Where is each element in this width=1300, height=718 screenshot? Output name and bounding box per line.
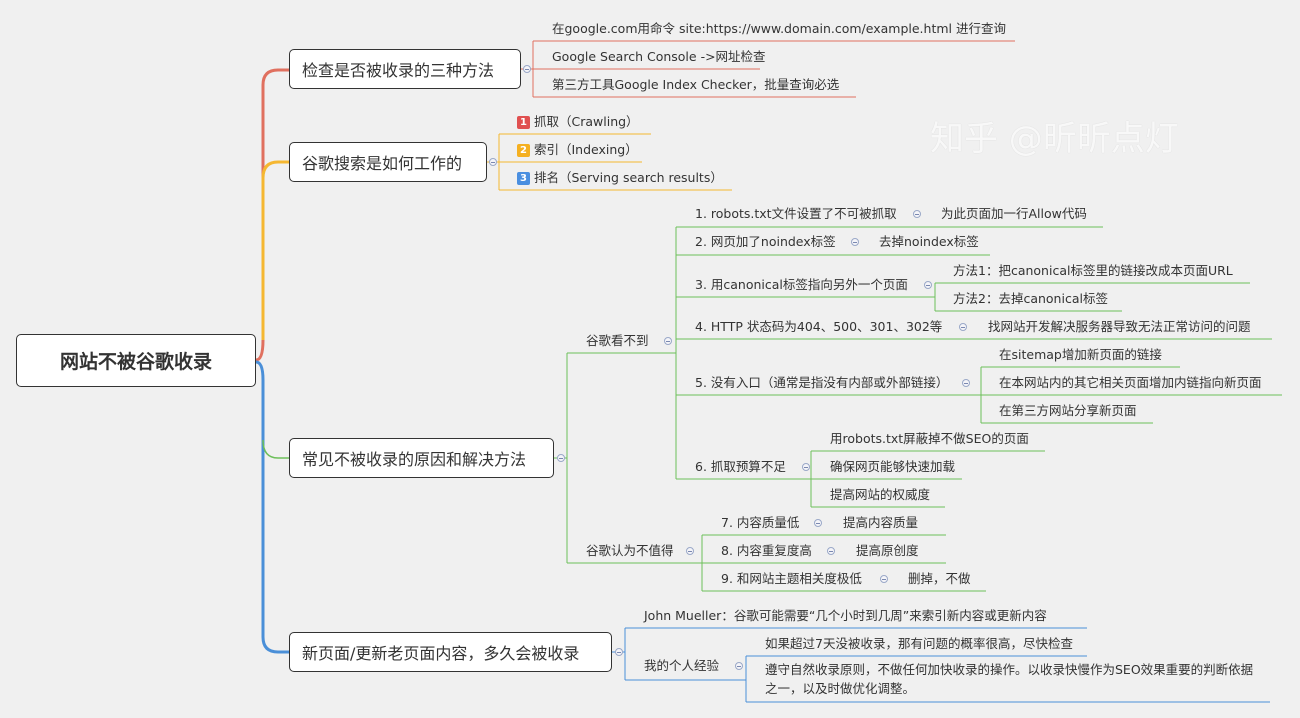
subtopic-label: 排名（Serving search results） <box>534 170 723 185</box>
collapse-toggle[interactable] <box>489 158 497 166</box>
number-badge-icon: 3 <box>517 172 530 185</box>
solution-item[interactable]: 用robots.txt屏蔽掉不做SEO的页面 <box>830 431 1029 446</box>
solution-item[interactable]: 在本网站内的其它相关页面增加内链指向新页面 <box>999 375 1262 390</box>
solution-item[interactable]: 去掉noindex标签 <box>879 234 979 249</box>
collapse-toggle[interactable] <box>735 662 743 670</box>
solution-item[interactable]: 方法2：去掉canonical标签 <box>953 291 1108 306</box>
collapse-toggle[interactable] <box>686 547 694 555</box>
collapse-toggle[interactable] <box>851 238 859 246</box>
experience-item[interactable]: 遵守自然收录原则，不做任何加快收录的操作。以收录快慢作为SEO效果重要的判断依据 <box>765 662 1254 677</box>
solution-item[interactable]: 方法1：把canonical标签里的链接改成本页面URL <box>953 263 1233 278</box>
collapse-toggle[interactable] <box>962 379 970 387</box>
reason-item[interactable]: 5. 没有入口（通常是指没有内部或外部链接） <box>695 375 949 390</box>
collapse-toggle[interactable] <box>924 281 932 289</box>
subtopic-label: 索引（Indexing） <box>534 142 638 157</box>
number-badge-icon: 1 <box>517 116 530 129</box>
subtopic-experience[interactable]: 我的个人经验 <box>644 658 720 673</box>
collapse-toggle[interactable] <box>827 547 835 555</box>
quote-item[interactable]: John Mueller：谷歌可能需要“几个小时到几周”来索引新内容或更新内容 <box>644 608 1047 623</box>
reason-item[interactable]: 9. 和网站主题相关度极低 <box>721 571 862 586</box>
reason-item[interactable]: 8. 内容重复度高 <box>721 543 812 558</box>
subtopic-unworthy[interactable]: 谷歌认为不值得 <box>586 543 674 558</box>
experience-item-continued: 之一，以及时做优化调整。 <box>765 681 916 696</box>
solution-item[interactable]: 在第三方网站分享新页面 <box>999 403 1137 418</box>
reason-item[interactable]: 6. 抓取预算不足 <box>695 459 786 474</box>
topic-check-indexed[interactable]: 检查是否被收录的三种方法 <box>289 49 521 89</box>
collapse-toggle[interactable] <box>615 648 623 656</box>
topic-indexing-time[interactable]: 新页面/更新老页面内容，多久会被收录 <box>289 632 612 672</box>
experience-item[interactable]: 如果超过7天没被收录，那有问题的概率很高，尽快检查 <box>765 636 1073 651</box>
reason-item[interactable]: 3. 用canonical标签指向另外一个页面 <box>695 277 908 292</box>
subtopic[interactable]: Google Search Console ->网址检查 <box>552 49 766 64</box>
subtopic[interactable]: 2 索引（Indexing） <box>517 141 638 159</box>
watermark: 知乎 @昕昕点灯 <box>930 119 1179 159</box>
solution-item[interactable]: 提高网站的权威度 <box>830 487 931 502</box>
subtopic[interactable]: 3 排名（Serving search results） <box>517 169 723 187</box>
solution-item[interactable]: 在sitemap增加新页面的链接 <box>999 347 1162 362</box>
solution-item[interactable]: 删掉，不做 <box>908 571 971 586</box>
subtopic[interactable]: 在google.com用命令 site:https://www.domain.c… <box>552 21 1006 36</box>
collapse-toggle[interactable] <box>802 463 810 471</box>
root-topic[interactable]: 网站不被谷歌收录 <box>16 334 256 387</box>
collapse-toggle[interactable] <box>959 323 967 331</box>
collapse-toggle[interactable] <box>523 65 531 73</box>
reason-item[interactable]: 4. HTTP 状态码为404、500、301、302等 <box>695 319 943 334</box>
solution-item[interactable]: 提高原创度 <box>856 543 919 558</box>
collapse-toggle[interactable] <box>880 575 888 583</box>
solution-item[interactable]: 为此页面加一行Allow代码 <box>941 206 1087 221</box>
subtopic[interactable]: 1 抓取（Crawling） <box>517 113 639 131</box>
collapse-toggle[interactable] <box>814 519 822 527</box>
solution-item[interactable]: 提高内容质量 <box>843 515 919 530</box>
reason-item[interactable]: 2. 网页加了noindex标签 <box>695 234 836 249</box>
topic-how-google-works[interactable]: 谷歌搜索是如何工作的 <box>289 142 487 182</box>
solution-item[interactable]: 确保网页能够快速加载 <box>830 459 956 474</box>
solution-item[interactable]: 找网站开发解决服务器导致无法正常访问的问题 <box>988 319 1251 334</box>
subtopic-label: 抓取（Crawling） <box>534 114 639 129</box>
collapse-toggle[interactable] <box>664 337 672 345</box>
topic-common-reasons[interactable]: 常见不被收录的原因和解决方法 <box>289 438 554 478</box>
reason-item[interactable]: 1. robots.txt文件设置了不可被抓取 <box>695 206 897 221</box>
subtopic-invisible[interactable]: 谷歌看不到 <box>586 333 649 348</box>
subtopic[interactable]: 第三方工具Google Index Checker，批量查询必选 <box>552 77 840 92</box>
reason-item[interactable]: 7. 内容质量低 <box>721 515 800 530</box>
collapse-toggle[interactable] <box>557 454 565 462</box>
number-badge-icon: 2 <box>517 144 530 157</box>
collapse-toggle[interactable] <box>913 210 921 218</box>
